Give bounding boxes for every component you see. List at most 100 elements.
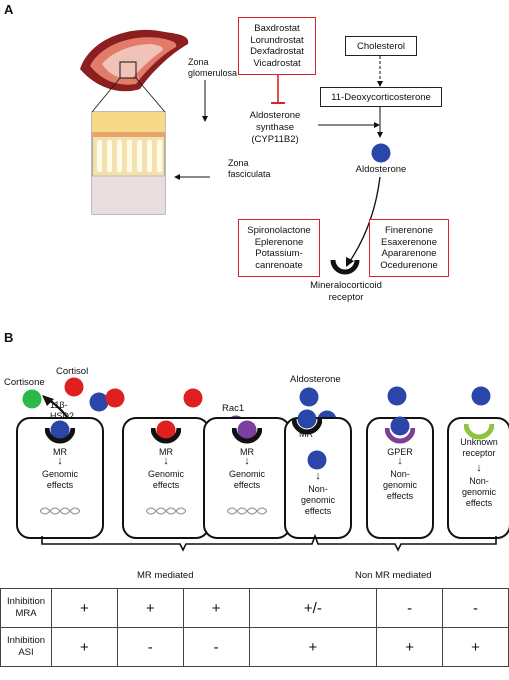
zone-arrows: [174, 80, 210, 180]
cholesterol-box: Cholesterol: [345, 36, 417, 56]
row-header: Inhibition ASI: [0, 627, 52, 667]
row-header-line: Inhibition: [6, 596, 46, 607]
nonsteroidal-mra-drug: Ocedurenone: [380, 259, 438, 271]
aldosterone-label: Aldosterone: [290, 374, 341, 385]
steroidal-mra-drug: canrenoate: [255, 259, 303, 271]
effect-line: effects: [386, 491, 414, 501]
effect-line: effects: [304, 506, 332, 516]
receptor-label: MR: [299, 429, 313, 439]
aldosterone-molecule: [89, 392, 109, 412]
reticularis-layer: [92, 176, 165, 214]
effect-line: Non-: [308, 484, 328, 494]
asi-drug: Lorundrostat: [250, 34, 304, 46]
zone-border: [92, 132, 165, 137]
glomerulosa-layer: [92, 112, 165, 134]
dna-icon: [40, 507, 80, 515]
cell-1: MR ↓ Genomic effects: [16, 417, 104, 539]
table-cell: +: [51, 627, 118, 667]
inhibition-bar: [271, 74, 285, 104]
effect-line: effects: [46, 480, 74, 490]
table-cell: +: [442, 627, 509, 667]
effect-line: genomic: [300, 495, 336, 505]
cell-5: GPER ↓ Non- genomic effects: [366, 416, 434, 539]
table-row: Inhibition ASI + - - + + +: [0, 627, 509, 667]
effect-line: effects: [233, 480, 261, 490]
aldosterone-molecule: [387, 386, 407, 406]
steroidal-mra-box: Spironolactone Eplerenone Potassium- can…: [238, 219, 320, 277]
table-cell: +: [376, 627, 444, 667]
cell-2: MR ↓ Genomic effects: [122, 417, 210, 539]
receptor-label: receptor: [462, 448, 496, 458]
zona-fasciculata-label-2: fasciculata: [228, 169, 271, 179]
nonsteroidal-mra-drug: Esaxerenone: [381, 236, 437, 248]
pathway-arrows: [318, 56, 383, 138]
steroidal-mra-drug: Spironolactone: [247, 225, 311, 236]
asi-drug: Vicadrostat: [253, 57, 301, 69]
adrenal-illustration: [80, 29, 189, 215]
nonsteroidal-mra-drug: Apararenone: [381, 248, 437, 259]
effect-line: effects: [152, 480, 180, 490]
non-mr-mediated-label: Non MR mediated: [355, 570, 432, 581]
zona-glomerulosa-label-1: Zona: [188, 57, 209, 67]
panel-b-letter: B: [4, 330, 14, 345]
rac1-label: Rac1: [222, 403, 245, 414]
asi-drug: Dexfadrostat: [250, 46, 304, 57]
aldosterone-label: Aldosterone: [355, 164, 407, 175]
effect-line: Non-: [390, 469, 410, 479]
zoom-square: [119, 61, 137, 79]
mr-label-line: receptor: [328, 292, 364, 303]
nonsteroidal-mra-drug: Finerenone: [384, 225, 434, 236]
cortisol-molecule: [183, 388, 203, 408]
table-cell: +: [182, 588, 250, 628]
dna-icon: [146, 507, 186, 515]
table-cell: +/-: [248, 588, 378, 628]
receptor-icon: [330, 259, 360, 275]
row-header-line: ASI: [18, 647, 34, 658]
table-cell: +: [51, 588, 118, 628]
deoxycorticosterone-box: 11-Deoxycorticosterone: [320, 87, 442, 107]
panel-a-letter: A: [4, 2, 14, 17]
effect-line: Genomic: [41, 469, 78, 479]
asi-drug: Baxdrostat: [254, 23, 300, 34]
table-cell: -: [116, 627, 184, 667]
table-row: Inhibition MRA + + + +/- - -: [0, 588, 509, 628]
cell-6: Unknown receptor ↓ Non- genomic effects: [447, 417, 509, 539]
enzyme-line: (CYP11B2): [251, 134, 299, 145]
table-cell: -: [182, 627, 250, 667]
receptor-label: Unknown: [460, 437, 498, 447]
mr-mediated-label: MR mediated: [137, 570, 194, 581]
effect-line: Non-: [469, 476, 489, 486]
table-cell: -: [442, 588, 509, 628]
receptor-label: MR: [53, 447, 67, 457]
zona-fasciculata-label-1: Zona: [228, 158, 249, 168]
effect-line: effects: [465, 498, 493, 508]
effect-line: Genomic: [147, 469, 184, 479]
cortisone-molecule: [22, 389, 42, 409]
hsd2-label: 11β- HSD2: [50, 400, 74, 422]
asi-drug-box: Baxdrostat Lorundrostat Dexfadrostat Vic…: [238, 17, 316, 75]
mr-label-line: Mineralocorticoid: [310, 280, 382, 291]
receptor-label: GPER: [387, 447, 413, 457]
table-cell: +: [116, 588, 184, 628]
aldosterone-molecule: [299, 387, 319, 407]
table-cell: +: [248, 627, 378, 667]
hsd2-line: 11β-: [50, 400, 68, 410]
cell-4: MR ↓ Non- genomic effects: [284, 409, 352, 539]
row-header-line: Inhibition: [6, 635, 46, 646]
aldosterone-molecule: [371, 143, 391, 163]
receptor-label: MR: [159, 447, 173, 457]
nonsteroidal-mra-box: Finerenone Esaxerenone Apararenone Ocedu…: [369, 219, 449, 277]
row-header-line: MRA: [15, 608, 37, 619]
effect-line: genomic: [382, 480, 418, 490]
effect-line: genomic: [461, 487, 497, 497]
effect-line: Genomic: [228, 469, 265, 479]
dna-icon: [227, 507, 267, 515]
aldosterone-molecule: [307, 450, 327, 470]
adrenal-medulla: [102, 44, 163, 79]
mr-label: Mineralocorticoid receptor: [298, 280, 394, 304]
enzyme-line: Aldosterone: [249, 110, 301, 121]
steroidal-mra-drug: Eplerenone: [254, 236, 304, 248]
cortisol-molecule: [64, 377, 84, 397]
zona-glomerulosa-label-2: glomerulosa: [188, 68, 238, 78]
enzyme-label: Aldosterone synthase (CYP11B2): [240, 110, 310, 146]
